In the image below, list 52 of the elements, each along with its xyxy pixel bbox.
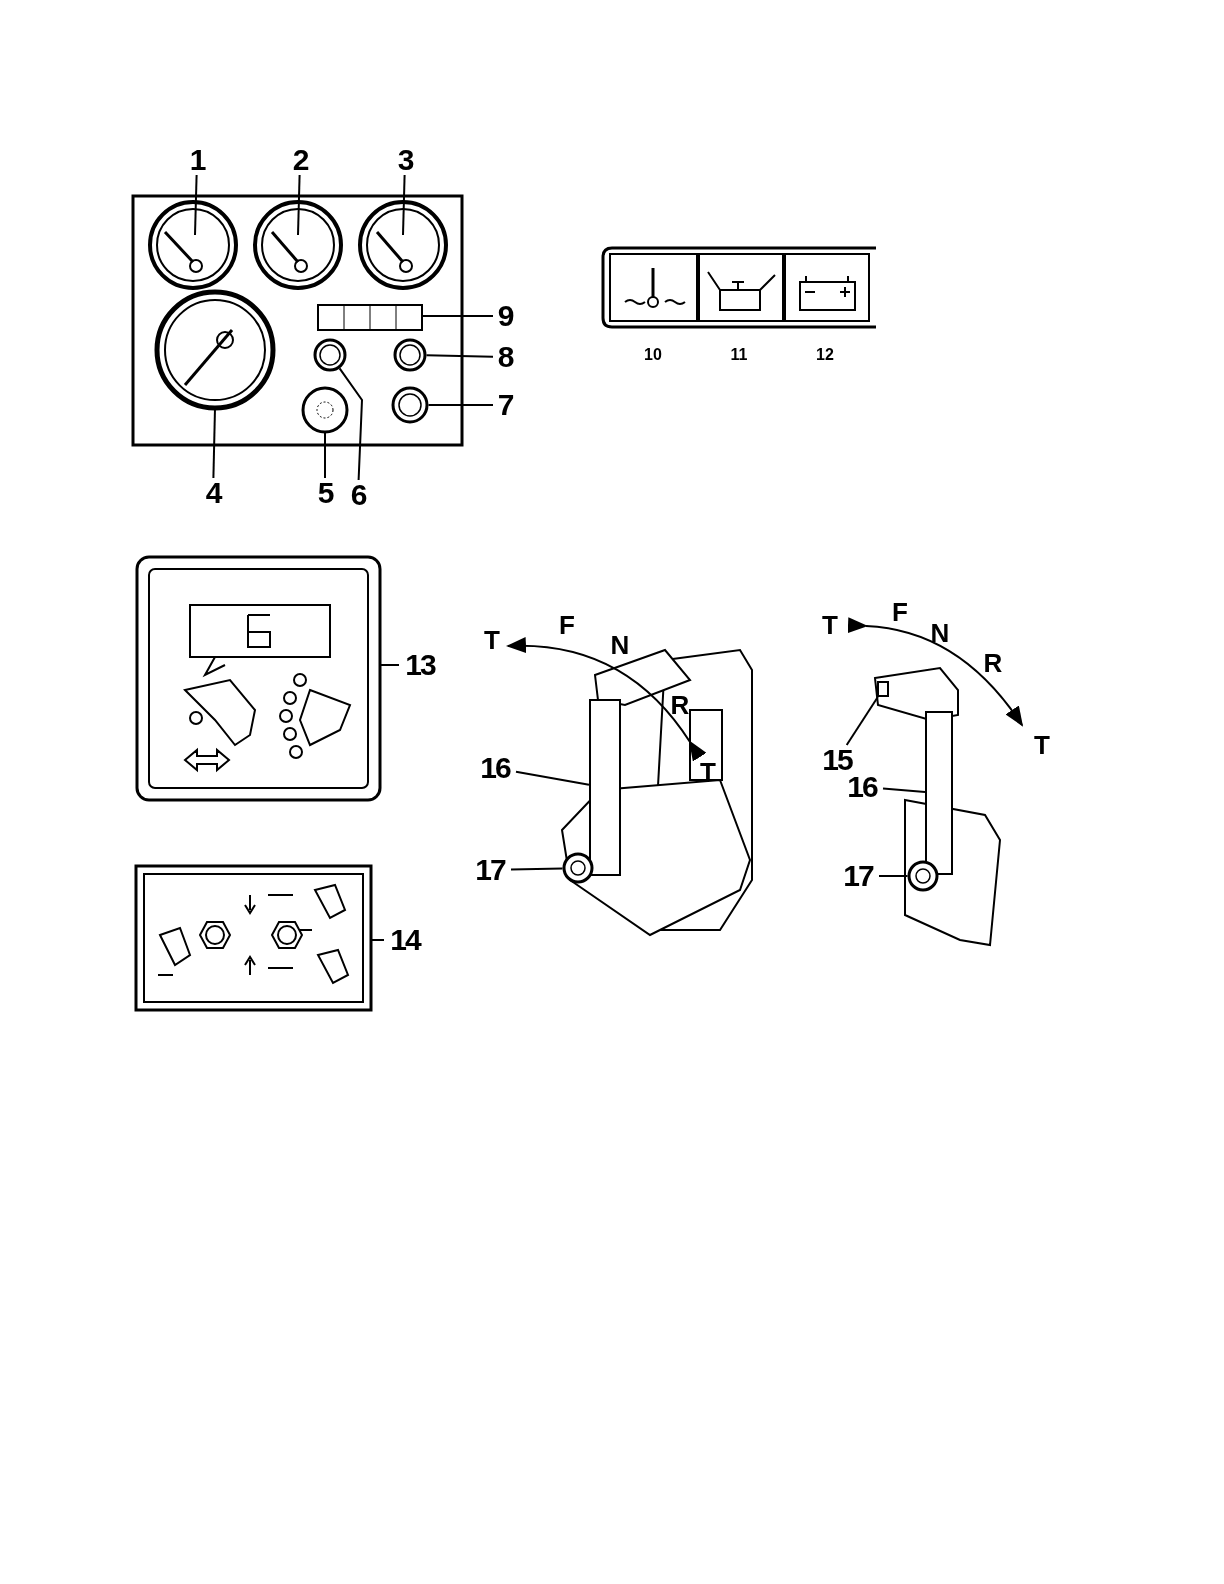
leader-line (427, 404, 494, 406)
callout-number: 14 (390, 925, 420, 955)
callout-number: 5 (317, 478, 333, 508)
leader-line (297, 174, 301, 236)
lever-arm (925, 711, 953, 875)
leader-line (515, 770, 590, 786)
leader-line (212, 407, 216, 479)
callout-number: 17 (843, 861, 873, 891)
position-letter: T (1034, 732, 1050, 758)
callout-number: 8 (497, 342, 513, 372)
position-letter: T (484, 627, 500, 653)
callout-number: 9 (497, 301, 513, 331)
leader-line (878, 875, 909, 877)
leader-line (402, 174, 406, 236)
leader-line (324, 431, 326, 479)
callout-number: 4 (205, 478, 221, 508)
leader-line (425, 354, 494, 358)
lever-arm (589, 699, 621, 876)
switch-button (877, 681, 889, 697)
position-letter: T (822, 612, 838, 638)
warning-light (313, 338, 347, 372)
control-knob (562, 852, 594, 884)
position-letter: F (892, 599, 908, 625)
warning-light (393, 338, 427, 372)
position-letter: F (559, 612, 575, 638)
leader-line (370, 939, 385, 941)
leader-line (510, 867, 564, 871)
position-letter: R (983, 650, 1003, 676)
callout-number: 2 (292, 145, 308, 175)
callout-number: 6 (350, 480, 366, 510)
callout-number: 1 (189, 145, 205, 175)
position-letter: R (670, 692, 690, 718)
position-letter: N (930, 620, 950, 646)
callout-number: 15 (822, 745, 852, 775)
callout-number: 10 (644, 347, 662, 363)
warning-light (391, 386, 429, 424)
callout-number: 11 (730, 347, 748, 363)
callout-number: 16 (480, 753, 510, 783)
leader-line (194, 174, 198, 236)
callout-number: 13 (405, 650, 435, 680)
leader-line (338, 367, 363, 481)
callout-number: 17 (475, 855, 505, 885)
leader-line (845, 696, 879, 746)
leader-line (421, 315, 494, 317)
callout-number: 7 (497, 390, 513, 420)
callout-number: 3 (397, 145, 413, 175)
position-letter: N (610, 632, 630, 658)
leader-line (882, 787, 926, 793)
callout-number: 12 (816, 347, 834, 363)
control-knob (907, 860, 939, 892)
leader-line (379, 664, 400, 666)
callout-number: 16 (847, 772, 877, 802)
